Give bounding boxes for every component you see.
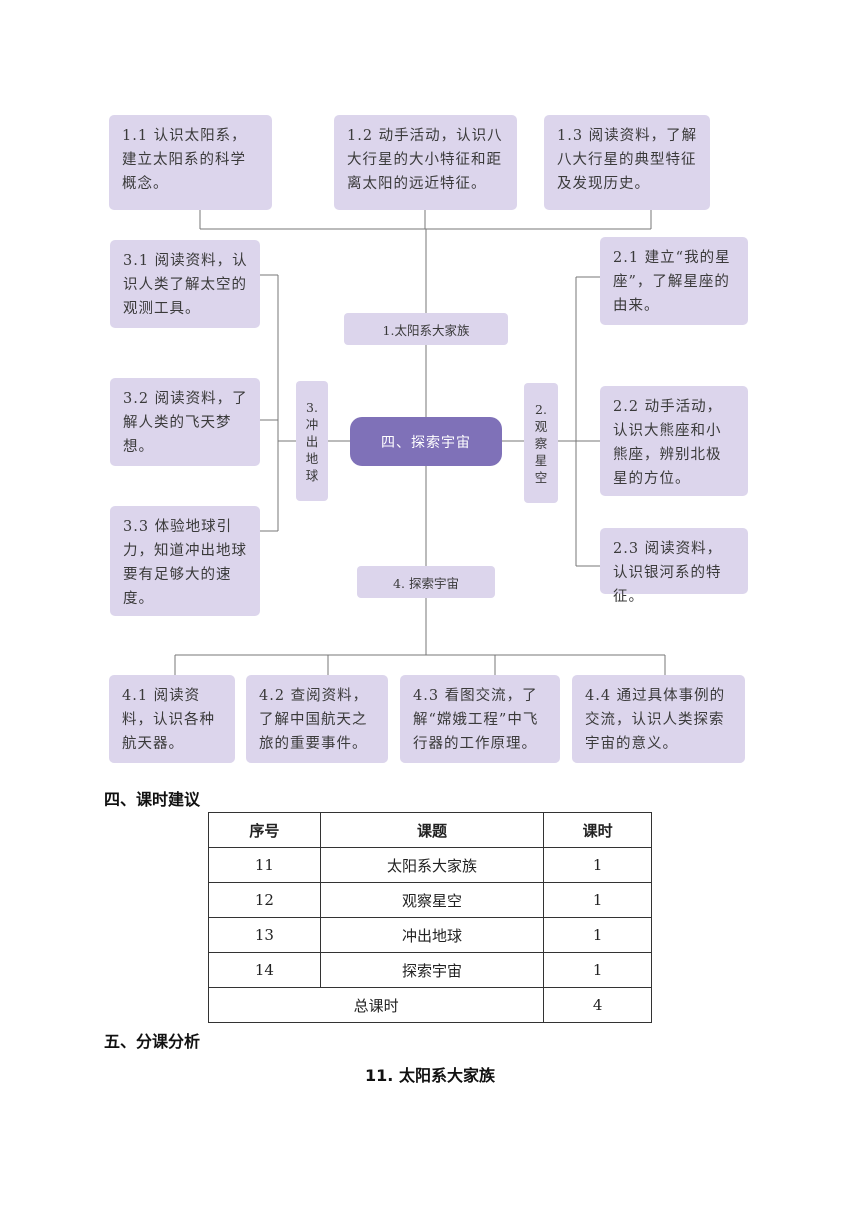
table-cell: 1 — [543, 847, 652, 883]
mindmap-box-2-3: 2.3 阅读资料，认识银河系的特征。 — [600, 528, 748, 605]
table-row: 12 观察星空 1 — [208, 882, 652, 918]
table-total-row: 总课时 4 — [207, 987, 652, 1023]
table-cell: 探索宇宙 — [319, 952, 545, 988]
section-heading-lesson-analysis: 五、分课分析 — [104, 1032, 201, 1051]
mindmap-box-4-4: 4.4 通过具体事例的交流，认识人类探索宇宙的意义。 — [572, 675, 745, 763]
table-cell: 14 — [208, 952, 321, 988]
table-header-cell: 序号 — [208, 812, 321, 848]
table-cell: 冲出地球 — [319, 917, 545, 953]
table-total-label: 总课时 — [207, 987, 545, 1023]
mindmap-category-2: 2. 观 察 星 空 — [524, 383, 558, 503]
mindmap-category-3: 3. 冲 出 地 球 — [296, 381, 328, 501]
table-cell: 太阳系大家族 — [319, 847, 545, 883]
mindmap-category-1: 1.太阳系大家族 — [344, 313, 508, 345]
table-cell: 1 — [543, 882, 652, 918]
mindmap-category-4: 4. 探索宇宙 — [357, 566, 495, 598]
lesson-title: 11. 太阳系大家族 — [365, 1066, 495, 1085]
mindmap-box-2-2: 2.2 动手活动，认识大熊座和小熊座，辨别北极星的方位。 — [600, 386, 748, 496]
mindmap-box-3-3: 3.3 体验地球引力，知道冲出地球要有足够大的速度。 — [110, 506, 260, 616]
mindmap-box-1-1: 1.1 认识太阳系，建立太阳系的科学概念。 — [109, 115, 272, 210]
table-cell: 1 — [543, 917, 652, 953]
lesson-hours-table: 序号 课题 课时 11 太阳系大家族 1 12 观察星空 1 13 冲出地球 1… — [207, 812, 652, 1023]
table-header-row: 序号 课题 课时 — [208, 812, 652, 848]
mindmap-center-node: 四、探索宇宙 — [350, 417, 502, 466]
table-row: 11 太阳系大家族 1 — [208, 847, 652, 883]
mindmap-box-4-3: 4.3 看图交流，了解“嫦娥工程”中飞行器的工作原理。 — [400, 675, 560, 763]
mindmap-box-2-1: 2.1 建立“我的星座”，了解星座的由来。 — [600, 237, 748, 325]
table-header-cell: 课时 — [543, 812, 652, 848]
mindmap-box-3-2: 3.2 阅读资料，了解人类的飞天梦想。 — [110, 378, 260, 466]
mindmap-box-1-2: 1.2 动手活动，认识八大行星的大小特征和距离太阳的远近特征。 — [334, 115, 517, 210]
mindmap-connectors — [174, 210, 666, 675]
mindmap-box-4-2: 4.2 查阅资料，了解中国航天之旅的重要事件。 — [246, 675, 388, 763]
table-row: 14 探索宇宙 1 — [208, 952, 652, 988]
table-row: 13 冲出地球 1 — [208, 917, 652, 953]
table-cell: 观察星空 — [319, 882, 545, 918]
table-cell: 1 — [543, 952, 652, 988]
table-cell: 13 — [208, 917, 321, 953]
table-total-value: 4 — [543, 987, 652, 1023]
table-header-cell: 课题 — [319, 812, 545, 848]
mindmap-box-1-3: 1.3 阅读资料，了解八大行星的典型特征及发现历史。 — [544, 115, 710, 210]
mindmap-box-3-1: 3.1 阅读资料，认识人类了解太空的观测工具。 — [110, 240, 260, 328]
table-cell: 11 — [208, 847, 321, 883]
mindmap-box-4-1: 4.1 阅读资料，认识各种航天器。 — [109, 675, 235, 763]
table-cell: 12 — [208, 882, 321, 918]
section-heading-lesson-suggestion: 四、课时建议 — [104, 790, 201, 809]
